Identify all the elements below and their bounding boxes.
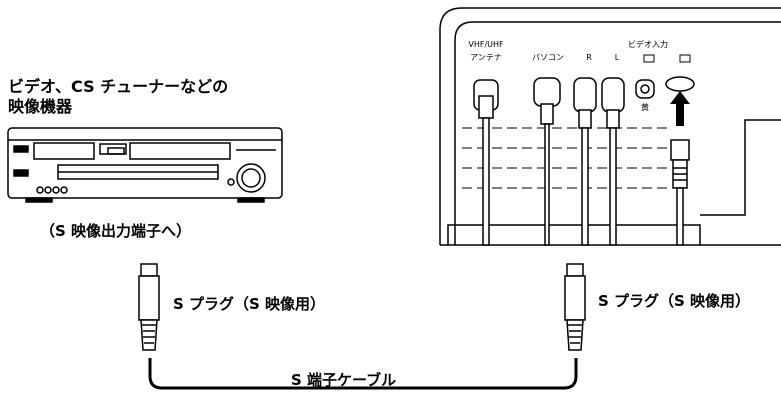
insert-arrow xyxy=(670,91,690,126)
s-cable xyxy=(138,263,586,390)
tv-antenna-label: アンテナ xyxy=(470,53,502,62)
tv-audio-r-label: R xyxy=(586,53,592,62)
antenna-connector xyxy=(473,79,499,246)
left-s-plug xyxy=(138,263,160,351)
right-s-plug xyxy=(564,263,586,351)
audio-l-connector xyxy=(601,77,625,246)
plug-label-right: S プラグ（S 映像用） xyxy=(598,292,751,310)
cable-label: S 端子ケーブル xyxy=(291,371,397,389)
audio-r-connector xyxy=(573,77,597,246)
tv-video-in-label: ビデオ入力 xyxy=(628,39,668,49)
video-jack xyxy=(635,79,655,99)
pc-connector xyxy=(533,77,561,246)
tv-audio-l-label: L xyxy=(615,53,620,62)
tv-yellow-label: 黄 xyxy=(641,102,649,112)
panel-s-plug xyxy=(670,139,690,246)
vcr-device xyxy=(7,127,283,203)
tv-vhf-label: VHF/UHF xyxy=(468,40,504,49)
tv-pc-label: パソコン xyxy=(532,53,564,62)
tv-panel xyxy=(439,7,781,246)
plug-label-left: S プラグ（S 映像用） xyxy=(173,295,326,313)
device-label-line-2: 映像機器 xyxy=(8,97,73,116)
output-label: （S 映像出力端子へ） xyxy=(40,222,192,240)
device-label: ビデオ、CS チューナーなどの 映像機器 xyxy=(8,77,228,117)
device-label-line-1: ビデオ、CS チューナーなどの xyxy=(8,77,229,96)
